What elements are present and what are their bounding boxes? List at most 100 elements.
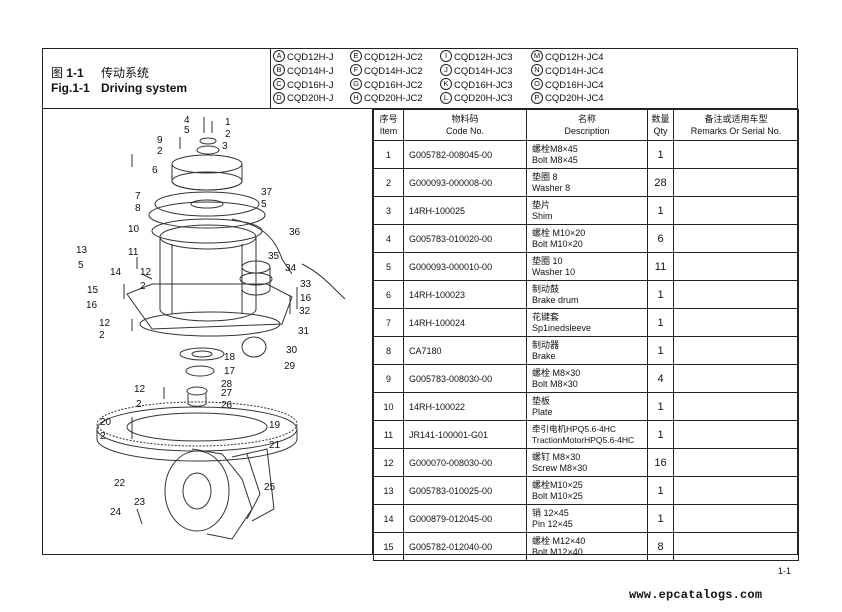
desc-en: TractionMotorHPQ5.6-4HC bbox=[532, 434, 635, 445]
callout-label: 35 bbox=[268, 251, 280, 262]
cell-remarks bbox=[673, 196, 799, 225]
cell-item: 7 bbox=[373, 308, 404, 337]
cell-remarks bbox=[673, 532, 799, 561]
model-name: CQD14H-JC2 bbox=[364, 65, 423, 77]
cell-code: G005782-008045-00 bbox=[403, 140, 527, 169]
model-name: CQD16H-JC3 bbox=[454, 79, 513, 91]
callout-label: 37 bbox=[261, 187, 273, 198]
callout-label: 12 bbox=[140, 267, 152, 278]
cell-item: 9 bbox=[373, 364, 404, 393]
model-name: CQD12H-J bbox=[287, 52, 334, 63]
model-letter-badge: M bbox=[531, 50, 543, 63]
desc-en: Washer 10 bbox=[532, 266, 576, 277]
callout-label: 8 bbox=[135, 203, 141, 214]
cell-code: G000070-008030-00 bbox=[403, 448, 527, 477]
cell-remarks bbox=[673, 308, 799, 337]
cell-item: 2 bbox=[373, 168, 404, 197]
desc-cn: 螺栓M8×45 bbox=[532, 143, 578, 154]
model-name: CQD20H-JC4 bbox=[545, 93, 604, 105]
callout-label: 11 bbox=[128, 247, 139, 258]
callout-label: 25 bbox=[264, 482, 276, 493]
desc-en: Brake bbox=[532, 350, 556, 361]
model-letter-badge: O bbox=[531, 78, 543, 91]
desc-cn: 花键套 bbox=[532, 311, 560, 322]
cell-qty: 11 bbox=[647, 252, 674, 281]
model-name: CQD20H-JC3 bbox=[454, 93, 513, 105]
desc-cn: 垫圈 8 bbox=[532, 171, 558, 182]
desc-cn: 螺栓 M10×20 bbox=[532, 227, 586, 238]
callout-label: 2 bbox=[140, 281, 146, 292]
cell-qty: 1 bbox=[647, 504, 674, 533]
cell-remarks bbox=[673, 448, 799, 477]
cell-code: G005783-008030-00 bbox=[403, 364, 527, 393]
model-name: CQD16H-JC2 bbox=[364, 79, 423, 91]
desc-cn: 垫板 bbox=[532, 395, 551, 406]
cell-qty: 1 bbox=[647, 476, 674, 505]
cell-item: 12 bbox=[373, 448, 404, 477]
desc-cn: 螺栓M10×25 bbox=[532, 479, 583, 490]
callout-label: 1 bbox=[225, 117, 231, 128]
cell-item: 6 bbox=[373, 280, 404, 309]
cell-item: 5 bbox=[373, 252, 404, 281]
desc-cn: 制动器 bbox=[532, 339, 560, 350]
model-letter-badge: G bbox=[350, 78, 362, 91]
cell-remarks bbox=[673, 252, 799, 281]
figure-prefix-cn: 图 bbox=[51, 66, 64, 80]
callout-label: 2 bbox=[100, 431, 106, 442]
callout-label: 5 bbox=[261, 199, 267, 210]
callout-label: 15 bbox=[87, 285, 99, 296]
desc-en: Bolt M12×40 bbox=[532, 546, 583, 557]
cell-qty: 1 bbox=[647, 196, 674, 225]
cell-qty: 1 bbox=[647, 280, 674, 309]
cell-item: 15 bbox=[373, 532, 404, 561]
model-name: CQD14H-JC4 bbox=[545, 65, 604, 77]
model-name: CQD20H-J bbox=[287, 93, 334, 105]
cell-qty: 1 bbox=[647, 420, 674, 449]
callout-label: 7 bbox=[135, 191, 141, 202]
model-name: CQD14H-J bbox=[287, 65, 334, 77]
callout-label: 2 bbox=[136, 399, 142, 410]
callout-label: 12 bbox=[99, 318, 111, 329]
callout-label: 23 bbox=[134, 497, 146, 508]
cell-qty: 1 bbox=[647, 392, 674, 421]
cell-qty: 4 bbox=[647, 364, 674, 393]
cell-remarks bbox=[673, 280, 799, 309]
callout-label: 33 bbox=[300, 279, 312, 290]
cell-code: CA7180 bbox=[403, 336, 527, 365]
callout-label: 32 bbox=[299, 306, 311, 317]
callout-label: 9 bbox=[157, 135, 163, 146]
cell-code: G005782-012040-00 bbox=[403, 532, 527, 561]
cell-item: 11 bbox=[373, 420, 404, 449]
